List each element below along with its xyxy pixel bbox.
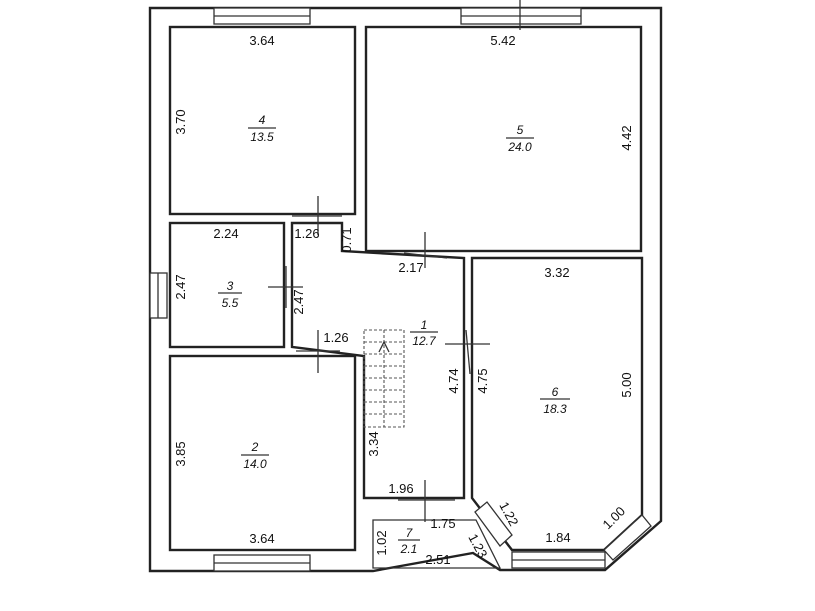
room-7-number: 7 xyxy=(406,526,414,540)
room-1-number: 1 xyxy=(421,318,428,332)
dim-hall-334: 3.34 xyxy=(366,431,381,456)
room-3-area: 5.5 xyxy=(222,296,239,310)
dim-r2-bottom: 3.64 xyxy=(249,531,274,546)
room-5-outline xyxy=(364,25,643,253)
window-bay-left xyxy=(474,501,513,547)
dim-door-071: 0.71 xyxy=(339,227,354,252)
dim-bay-123: 1.23 xyxy=(465,531,490,560)
room-4-outline xyxy=(168,25,357,216)
dim-r6-top: 3.32 xyxy=(544,265,569,280)
room-5-area: 24.0 xyxy=(507,140,532,154)
dim-r5-right: 4.42 xyxy=(619,125,634,150)
room-5-number: 5 xyxy=(517,123,524,137)
room-2-area: 14.0 xyxy=(243,457,267,471)
staircase xyxy=(363,329,405,428)
dimension-labels: 3.64 3.70 5.42 4.42 2.24 2.47 2.47 1.26 … xyxy=(173,33,634,567)
room-6-area: 18.3 xyxy=(543,402,567,416)
dim-r2-left: 3.85 xyxy=(173,441,188,466)
dim-r3-left: 2.47 xyxy=(173,274,188,299)
dim-hall-196: 1.96 xyxy=(388,481,413,496)
room-1-outline xyxy=(290,221,466,500)
dim-r5-top: 5.42 xyxy=(490,33,515,48)
door-markers xyxy=(268,0,521,522)
room-4-area: 13.5 xyxy=(250,130,274,144)
dim-door-126-lower: 1.26 xyxy=(323,330,348,345)
room-3-number: 3 xyxy=(227,279,234,293)
dim-r6-right: 5.00 xyxy=(619,372,634,397)
dim-r6-left: 4.75 xyxy=(475,368,490,393)
dim-bay-100: 1.00 xyxy=(600,504,629,533)
room-2-outline xyxy=(168,354,357,552)
dim-r7-175: 1.75 xyxy=(430,516,455,531)
room-7-outline xyxy=(372,519,502,569)
dim-r4-left: 3.70 xyxy=(173,109,188,134)
dim-r3-top: 2.24 xyxy=(213,226,238,241)
room-4-number: 4 xyxy=(259,113,266,127)
dim-r4-top: 3.64 xyxy=(249,33,274,48)
dim-hall-474: 4.74 xyxy=(446,368,461,393)
room-labels: 4 13.5 5 24.0 3 5.5 1 12.7 6 18.3 2 14.0… xyxy=(218,113,570,556)
dim-bay-184: 1.84 xyxy=(545,530,570,545)
dim-r3-right: 2.47 xyxy=(291,289,306,314)
dim-r7-102: 1.02 xyxy=(374,530,389,555)
dim-r7-251: 2.51 xyxy=(425,552,450,567)
room-6-number: 6 xyxy=(552,385,559,399)
window-bay-right xyxy=(603,514,652,561)
stair-arrow-icon xyxy=(378,340,390,353)
dim-hall-217: 2.17 xyxy=(398,260,423,275)
dim-door-126-upper: 1.26 xyxy=(294,226,319,241)
room-3-outline xyxy=(168,221,286,349)
room-2-number: 2 xyxy=(251,440,259,454)
room-1-area: 12.7 xyxy=(412,334,437,348)
room-7-area: 2.1 xyxy=(400,542,418,556)
